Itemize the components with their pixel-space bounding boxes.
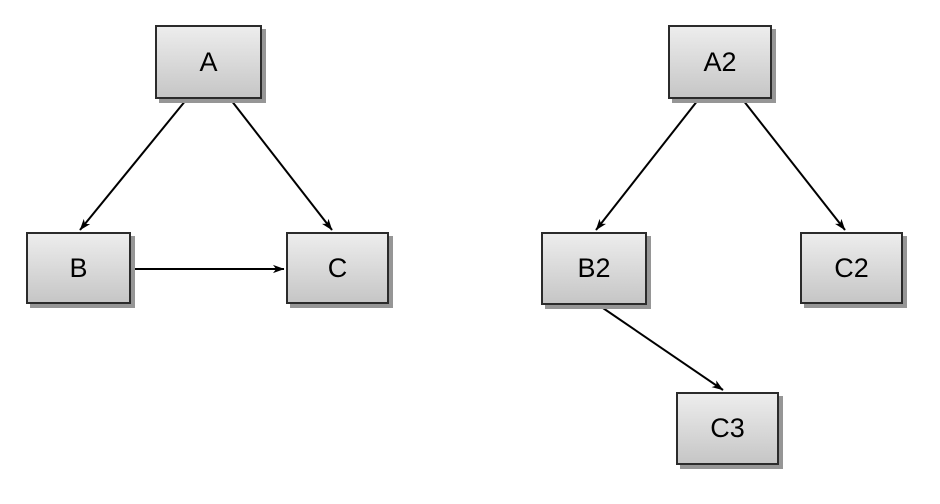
node-label-a2: A2 [703,46,737,77]
node-c2[interactable]: C2 [800,232,903,304]
node-label-b: B [69,252,88,283]
node-label-c2: C2 [834,252,869,283]
node-a2[interactable]: A2 [668,25,772,99]
edge-a2-to-c2[interactable] [742,99,846,231]
node-label-c3: C3 [710,413,745,443]
edge-b2-to-c3[interactable] [599,305,724,391]
edge-a-to-b[interactable] [79,99,187,231]
edge-a-to-c[interactable] [230,99,333,231]
node-label-a: A [199,46,218,77]
node-label-c: C [327,252,348,283]
node-b2[interactable]: B2 [541,232,647,305]
node-b[interactable]: B [26,232,131,304]
edge-a2-to-b2[interactable] [595,99,699,231]
edges-group [79,99,846,391]
node-c3[interactable]: C3 [676,392,779,465]
node-a[interactable]: A [155,25,262,99]
node-c[interactable]: C [286,232,389,304]
node-label-b2: B2 [577,253,611,283]
